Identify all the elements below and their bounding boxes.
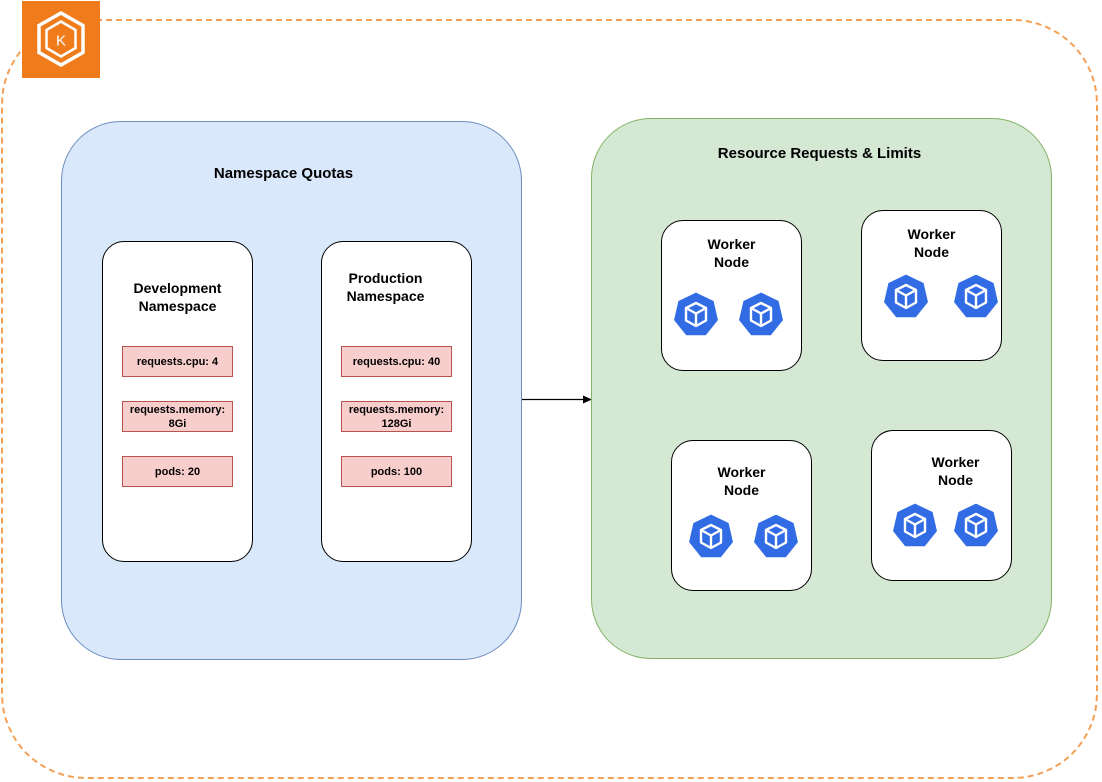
pod-icon bbox=[752, 513, 800, 559]
pod-icon bbox=[891, 502, 939, 548]
production-namespace-card: Production Namespace requests.cpu: 40 re… bbox=[321, 241, 472, 562]
pod-icon bbox=[687, 513, 735, 559]
pod-icon bbox=[672, 291, 720, 337]
resource-requests-limits-group: Resource Requests & Limits Worker Node W… bbox=[591, 118, 1052, 659]
dev-quota-cpu: requests.cpu: 4 bbox=[122, 346, 233, 377]
prod-quota-pods: pods: 100 bbox=[341, 456, 452, 487]
connector-arrow bbox=[522, 395, 592, 404]
worker-node-4: Worker Node bbox=[871, 430, 1012, 581]
development-namespace-card: Development Namespace requests.cpu: 4 re… bbox=[102, 241, 253, 562]
production-namespace-title: Production Namespace bbox=[346, 270, 425, 304]
pod-icon bbox=[952, 502, 1000, 548]
resource-requests-limits-title: Resource Requests & Limits bbox=[717, 145, 922, 162]
worker-node-2-title: Worker Node bbox=[907, 226, 956, 260]
namespace-quotas-title: Namespace Quotas bbox=[213, 165, 354, 182]
dev-quota-pods: pods: 20 bbox=[122, 456, 233, 487]
worker-node-2: Worker Node bbox=[861, 210, 1002, 361]
namespace-quotas-group: Namespace Quotas Development Namespace r… bbox=[61, 121, 522, 660]
pod-icon bbox=[882, 273, 930, 319]
prod-quota-memory: requests.memory: 128Gi bbox=[341, 401, 452, 432]
pod-icon bbox=[952, 273, 1000, 319]
worker-node-3-title: Worker Node bbox=[717, 464, 766, 498]
cluster-boundary bbox=[1, 19, 1098, 779]
kubernetes-logo-icon: K bbox=[22, 1, 100, 78]
dev-quota-memory: requests.memory: 8Gi bbox=[122, 401, 233, 432]
worker-node-1: Worker Node bbox=[661, 220, 802, 371]
pod-icon bbox=[737, 291, 785, 337]
development-namespace-title: Development Namespace bbox=[133, 280, 222, 314]
worker-node-4-title: Worker Node bbox=[931, 454, 980, 488]
worker-node-3: Worker Node bbox=[671, 440, 812, 591]
logo-letter: K bbox=[56, 33, 66, 50]
prod-quota-cpu: requests.cpu: 40 bbox=[341, 346, 452, 377]
worker-node-1-title: Worker Node bbox=[707, 236, 756, 270]
